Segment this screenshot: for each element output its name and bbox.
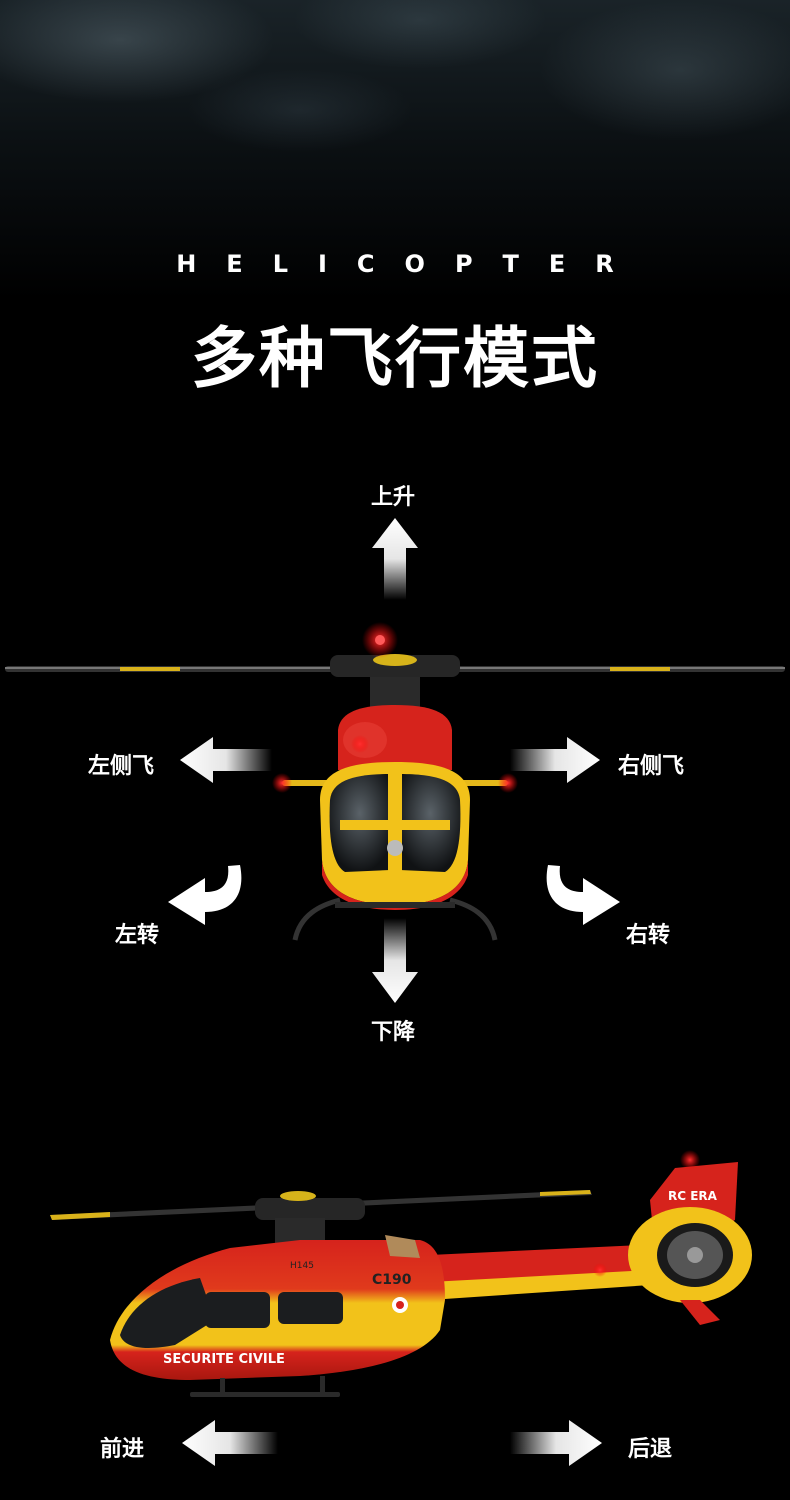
label-forward: 前进 — [100, 1437, 145, 1462]
helicopter-side-view: RC ERA C190 H145 SECURITE CIVILE — [50, 1150, 752, 1397]
label-up: 上升 — [371, 485, 416, 510]
brand-logo: RC ERA — [668, 1189, 718, 1203]
arrow-backward-icon — [510, 1420, 602, 1466]
label-backward: 后退 — [628, 1437, 673, 1462]
turn-left-icon — [168, 865, 242, 925]
helicopter-front-view — [5, 622, 785, 941]
arrow-right-side-icon — [510, 737, 600, 783]
livery-marking: SECURITE CIVILE — [163, 1352, 285, 1367]
label-turn-left: 左转 — [115, 923, 160, 948]
arrow-forward-icon — [182, 1420, 278, 1466]
label-right-side: 右侧飞 — [618, 754, 685, 779]
turn-right-icon — [546, 865, 620, 925]
label-turn-right: 右转 — [626, 923, 671, 948]
rock-background — [0, 0, 790, 300]
arrow-left-side-icon — [180, 737, 272, 783]
model-name-marking: H145 — [290, 1261, 314, 1271]
model-code-marking: C190 — [372, 1272, 412, 1288]
label-down: 下降 — [371, 1020, 416, 1045]
tagline: HELICOPTER — [176, 250, 644, 278]
arrow-up-icon — [372, 518, 418, 600]
page-title: 多种飞行模式 — [191, 320, 599, 397]
arrow-down-icon — [372, 918, 418, 1003]
label-left-side: 左侧飞 — [88, 754, 155, 779]
